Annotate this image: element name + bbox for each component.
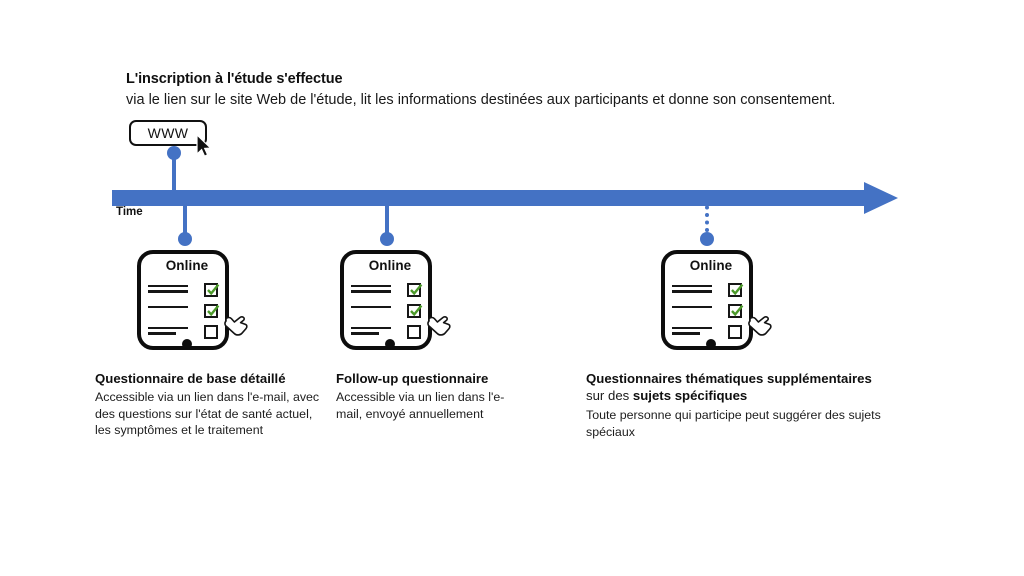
checkbox-empty[interactable] — [407, 325, 421, 339]
row-line — [148, 285, 188, 288]
questionnaire-device-3[interactable]: Online — [661, 250, 772, 358]
connector-stem — [172, 153, 176, 191]
device-row — [148, 303, 220, 324]
device-home-dot — [385, 339, 395, 349]
row-line — [351, 290, 391, 293]
row-line — [148, 332, 176, 335]
device-row — [351, 303, 423, 324]
check-icon — [731, 283, 744, 296]
caption-followup: Follow-up questionnaire Accessible via u… — [336, 370, 516, 422]
connector-stem — [385, 198, 389, 239]
device-home-dot — [706, 339, 716, 349]
arrow-cursor-icon — [196, 134, 213, 157]
www-browser-chip[interactable]: WWW — [129, 120, 225, 157]
pointing-hand-icon — [427, 316, 451, 336]
row-line — [351, 285, 391, 288]
device-row — [672, 303, 744, 324]
row-lines — [351, 327, 391, 338]
row-lines — [351, 285, 391, 296]
connector-dot — [178, 232, 192, 246]
row-line — [672, 327, 712, 330]
device-rows — [672, 282, 744, 345]
caption-title: Questionnaires thématiques supplémentair… — [586, 371, 872, 386]
row-lines — [148, 306, 188, 311]
device-home-dot — [182, 339, 192, 349]
row-line — [148, 306, 188, 309]
www-chip-box[interactable]: WWW — [129, 120, 207, 146]
device-row — [672, 324, 742, 345]
caption-title-line2-prefix: sur des — [586, 388, 633, 403]
row-lines — [672, 306, 712, 311]
check-icon — [410, 304, 423, 317]
device-row — [148, 324, 218, 345]
pointing-hand-icon — [224, 316, 248, 336]
connector-milestone-3 — [700, 198, 714, 246]
caption-title-line2-bold: sujets spécifiques — [632, 388, 748, 403]
caption-body: Accessible via un lien dans l'e-mail, av… — [95, 390, 320, 437]
caption-title: Follow-up questionnaire — [336, 371, 489, 386]
check-icon — [410, 283, 423, 296]
row-line — [351, 327, 391, 330]
connector-milestone-2 — [380, 198, 394, 246]
device-row — [148, 282, 220, 303]
checkbox-checked[interactable] — [728, 283, 744, 297]
checkbox-checked[interactable] — [407, 283, 423, 297]
checkbox-checked[interactable] — [728, 304, 744, 318]
caption-thematic: Questionnaires thématiques supplémentair… — [586, 370, 916, 440]
checkbox-checked[interactable] — [407, 304, 423, 318]
row-line — [672, 306, 712, 309]
caption-body: Toute personne qui participe peut suggér… — [586, 408, 881, 439]
row-lines — [148, 327, 188, 338]
row-line — [672, 290, 712, 293]
caption-body: Accessible via un lien dans l'e-mail, en… — [336, 390, 505, 421]
caption-title-line2: sur des sujets spécifiques — [586, 387, 916, 405]
questionnaire-device-1[interactable]: Online — [137, 250, 248, 358]
connector-stem — [183, 198, 187, 239]
www-chip-label: WWW — [147, 125, 189, 141]
timeline-axis-label: Time — [116, 206, 143, 218]
row-lines — [351, 306, 391, 311]
device-rows — [351, 282, 423, 345]
intro-subtitle: via le lien sur le site Web de l'étude, … — [126, 92, 836, 108]
checkbox-checked[interactable] — [204, 304, 220, 318]
row-line — [351, 306, 391, 309]
pointing-hand-icon — [748, 316, 772, 336]
intro-title: L'inscription à l'étude s'effectue — [126, 71, 343, 87]
connector-www — [167, 146, 181, 191]
row-line — [672, 285, 712, 288]
check-icon — [731, 304, 744, 317]
check-icon — [207, 304, 220, 317]
connector-dot — [380, 232, 394, 246]
connector-dot — [700, 232, 714, 246]
checkbox-empty[interactable] — [204, 325, 218, 339]
device-row — [672, 282, 744, 303]
caption-baseline: Questionnaire de base détaillé Accessibl… — [95, 370, 327, 439]
row-line — [351, 332, 379, 335]
row-lines — [672, 285, 712, 296]
device-row — [351, 324, 421, 345]
intro-text-block: L'inscription à l'étude s'effectue via l… — [126, 70, 916, 110]
check-icon — [207, 283, 220, 296]
device-title: Online — [165, 258, 209, 273]
row-line — [148, 290, 188, 293]
device-title: Online — [689, 258, 733, 273]
device-title: Online — [368, 258, 412, 273]
questionnaire-device-2[interactable]: Online — [340, 250, 451, 358]
row-lines — [148, 285, 188, 296]
timeline-axis — [112, 182, 898, 214]
device-rows — [148, 282, 220, 345]
checkbox-checked[interactable] — [204, 283, 220, 297]
device-row — [351, 282, 423, 303]
row-line — [672, 332, 700, 335]
connector-stem-dotted — [705, 198, 709, 232]
row-line — [148, 327, 188, 330]
connector-milestone-1 — [178, 198, 192, 246]
row-lines — [672, 327, 712, 338]
checkbox-empty[interactable] — [728, 325, 742, 339]
caption-title: Questionnaire de base détaillé — [95, 371, 286, 386]
